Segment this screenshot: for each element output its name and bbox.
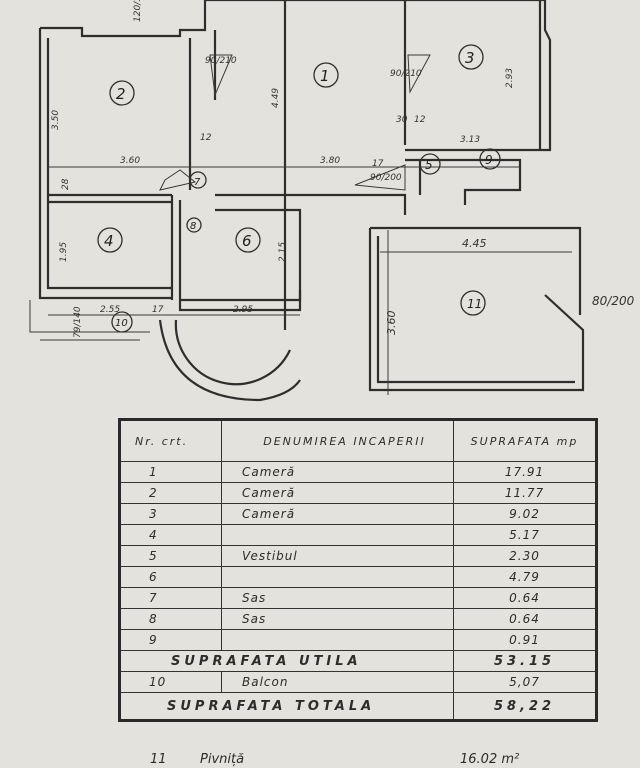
room-8-label: 8 xyxy=(190,221,196,232)
useful-area-row: SUPRAFATA UTILA 53.15 xyxy=(119,650,597,672)
door-r3: 90/210 xyxy=(390,69,422,79)
window-r10: 79/140 xyxy=(73,306,83,338)
room-5-label: 5 xyxy=(425,158,433,172)
room-4-label: 4 xyxy=(104,232,114,250)
dim-r1-width: 3.80 xyxy=(320,156,340,166)
dim-r2-width: 3.60 xyxy=(120,156,140,166)
room-area-table: Nr. crt. DENUMIREA INCAPERII SUPRAFATA m… xyxy=(118,418,598,722)
table-row: 10 Balcon 5,07 xyxy=(119,671,597,693)
room-1-label: 1 xyxy=(320,67,330,85)
header-area: SUPRAFATA mp xyxy=(453,419,597,462)
dim-wall-17a: 17 xyxy=(372,159,384,169)
room-2-label: 2 xyxy=(116,85,126,103)
window-top: 120/150 xyxy=(133,0,143,22)
room-labels: 2 1 3 4 5 6 7 8 9 10 11 xyxy=(97,44,501,333)
walls xyxy=(29,0,585,402)
room-11-label: 11 xyxy=(467,297,482,311)
dim-r4-height: 1.95 xyxy=(59,242,69,262)
dim-wall-12a: 12 xyxy=(200,133,212,143)
dim-r1-height: 4.49 xyxy=(271,88,281,108)
total-area-label: SUPRAFATA TOTALA xyxy=(119,692,454,721)
cellar-name: Pivniță xyxy=(200,752,245,767)
room-3-label: 3 xyxy=(465,49,475,67)
total-area-row: SUPRAFATA TOTALA 58,22 xyxy=(119,692,597,721)
dim-r3-width: 3.13 xyxy=(460,135,480,145)
dim-r11-height: 3.60 xyxy=(385,311,398,336)
room-9-label: 9 xyxy=(485,153,493,167)
useful-area-label: SUPRAFATA UTILA xyxy=(119,650,454,672)
door-r11: 80/200 xyxy=(592,294,635,308)
door-r5: 90/200 xyxy=(370,173,402,183)
dim-r6-width: 2.95 xyxy=(233,305,253,315)
header-nr: Nr. crt. xyxy=(119,419,222,462)
cellar-area: 16.02 m² xyxy=(460,752,520,767)
door-r2: 90/210 xyxy=(205,56,237,66)
floor-plan: 2 1 3 4 5 6 7 8 9 10 11 3.60 3.50 3.80 4… xyxy=(29,0,635,402)
dim-wall-12b: 12 xyxy=(414,115,426,125)
dim-wall-17b: 17 xyxy=(152,305,164,315)
room-6-label: 6 xyxy=(242,232,252,250)
dim-r3-height: 2.93 xyxy=(505,68,515,88)
room-10-label: 10 xyxy=(115,318,128,329)
dim-r2-height: 3.50 xyxy=(51,110,61,130)
room-7-label: 7 xyxy=(194,177,201,188)
dim-wall-30: 30 xyxy=(396,115,408,125)
cellar-nr: 11 xyxy=(150,752,167,767)
header-name: DENUMIREA INCAPERII xyxy=(221,419,454,462)
total-area-value: 58,22 xyxy=(453,692,597,721)
dimension-labels: 3.60 3.50 3.80 4.49 3.13 2.93 2.55 1.95 … xyxy=(51,0,635,338)
dim-r11-width: 4.45 xyxy=(462,237,487,250)
dim-r4-width: 2.55 xyxy=(100,305,120,315)
dim-r6-height: 2.15 xyxy=(278,242,288,262)
dim-wall-28: 28 xyxy=(61,178,71,190)
useful-area-value: 53.15 xyxy=(453,650,597,672)
